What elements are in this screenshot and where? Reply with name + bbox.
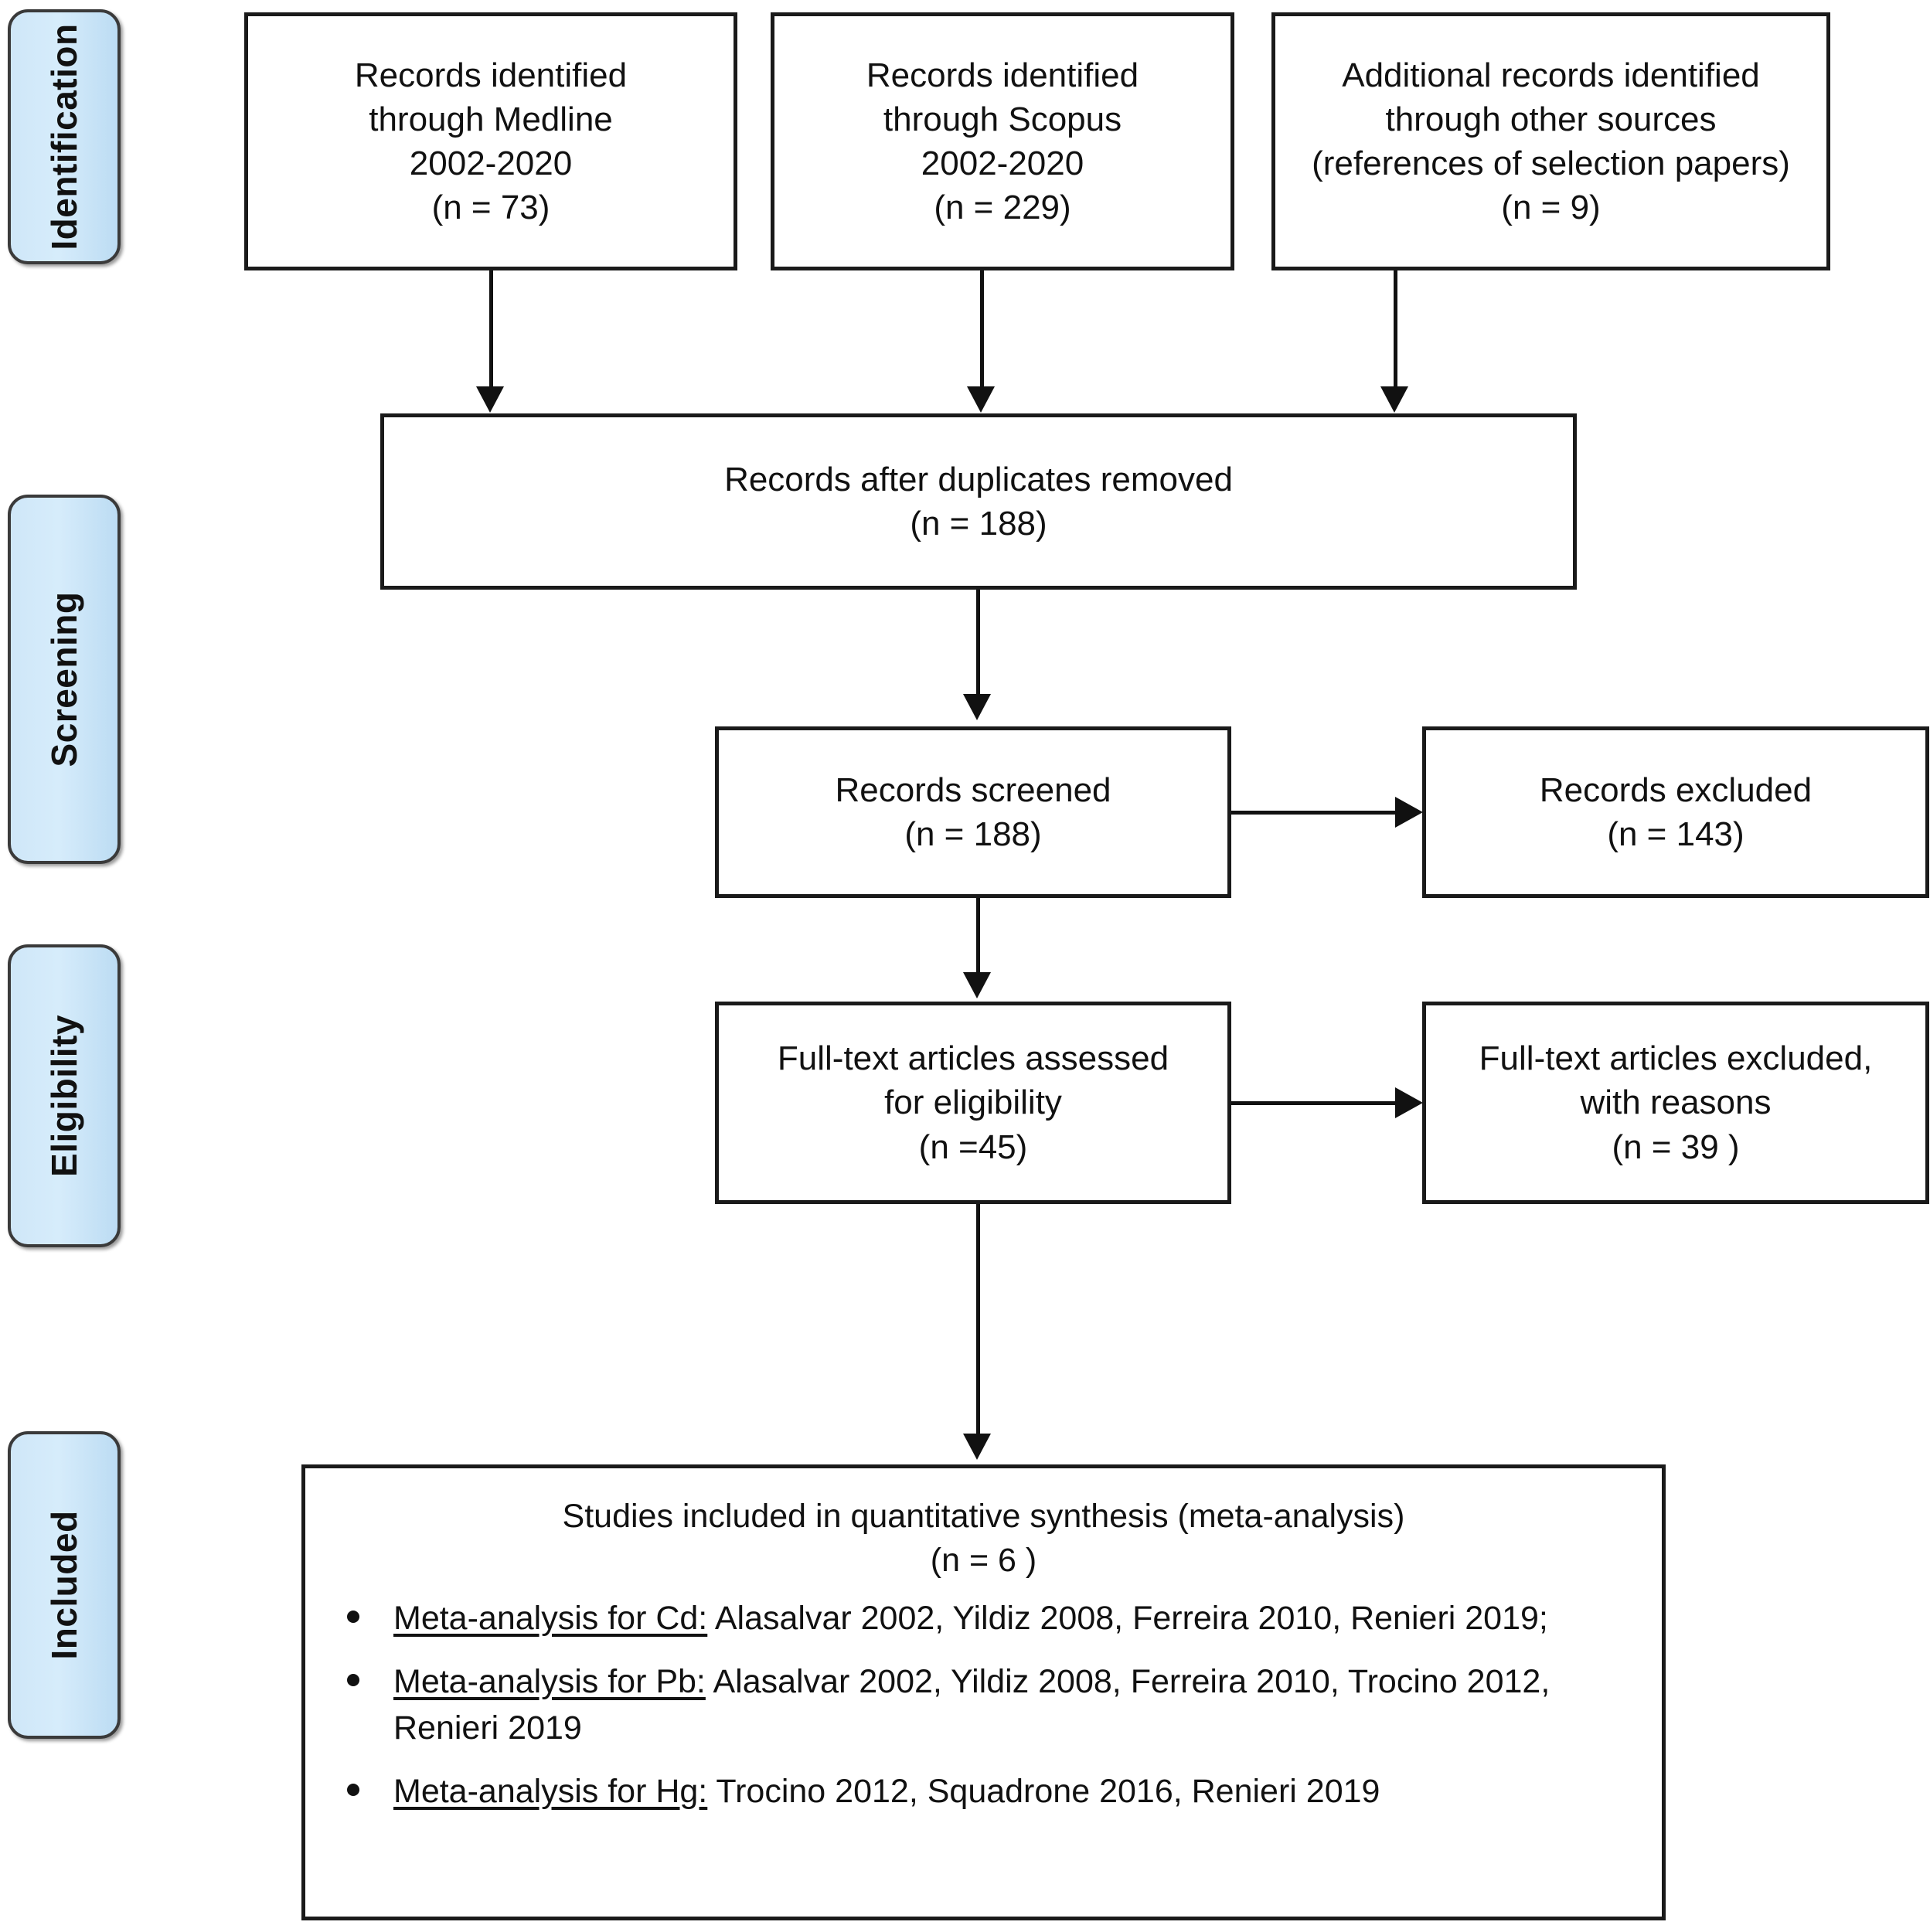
stage-tab-eligibility: Eligibility [8, 944, 121, 1247]
list-item: Meta-analysis for Cd: Alasalvar 2002, Yi… [328, 1595, 1639, 1641]
box-records-other-sources-line-1: Additional records identified [1342, 56, 1760, 94]
box-records-excluded: Records excluded (n = 143) [1422, 726, 1929, 898]
box-duplicates-removed: Records after duplicates removed (n = 18… [380, 413, 1577, 590]
box-fulltext-assessed: Full-text articles assessed for eligibil… [715, 1002, 1231, 1204]
box-records-other-sources-line-2: through other sources [1385, 100, 1717, 138]
arrowhead-other-sources-to-duplicates [1380, 386, 1408, 413]
box-fulltext-assessed-count: (n =45) [918, 1128, 1028, 1166]
connector-medline-to-duplicates [489, 270, 493, 390]
stage-tab-included-label: Included [44, 1510, 84, 1660]
box-records-medline-line-2: through Medline [369, 100, 613, 138]
meta-analysis-pb-lead: Meta-analysis for Pb: [393, 1662, 706, 1700]
box-records-scopus-line-2: through Scopus [883, 100, 1122, 138]
box-records-medline-line-1: Records identified [354, 56, 628, 94]
stage-tab-included: Included [8, 1431, 121, 1739]
box-fulltext-assessed-line-1: Full-text articles assessed [777, 1039, 1169, 1078]
stage-tab-screening: Screening [8, 495, 121, 864]
arrowhead-screened-to-fulltext [963, 972, 991, 998]
box-studies-included: Studies included in quantitative synthes… [301, 1464, 1666, 1920]
box-records-medline-line-3: 2002-2020 [409, 145, 573, 182]
bullet-icon [347, 1610, 359, 1623]
connector-fulltext-to-included [976, 1204, 980, 1436]
box-fulltext-excluded-count: (n = 39 ) [1612, 1128, 1740, 1166]
box-records-scopus: Records identified through Scopus 2002-2… [771, 12, 1234, 270]
box-fulltext-excluded: Full-text articles excluded, with reason… [1422, 1002, 1929, 1204]
box-records-scopus-line-1: Records identified [866, 56, 1139, 94]
meta-analysis-hg-lead: Meta-analysis for Hg: [393, 1773, 708, 1811]
box-records-screened: Records screened (n = 188) [715, 726, 1231, 898]
box-duplicates-removed-count: (n = 188) [910, 505, 1047, 543]
meta-analysis-pb-studies: Alasalvar 2002, Yildiz 2008, Ferreira 20… [393, 1662, 1550, 1747]
meta-analysis-cd-studies: Alasalvar 2002, Yildiz 2008, Ferreira 20… [707, 1599, 1548, 1637]
box-records-other-sources: Additional records identified through ot… [1271, 12, 1830, 270]
connector-other-sources-to-duplicates [1394, 270, 1397, 390]
meta-analysis-hg-studies: Trocino 2012, Squadrone 2016, Renieri 20… [707, 1773, 1380, 1811]
list-item: Meta-analysis for Hg: Trocino 2012, Squa… [328, 1768, 1639, 1815]
meta-analysis-cd-lead: Meta-analysis for Cd: [393, 1599, 708, 1637]
box-duplicates-removed-line-1: Records after duplicates removed [724, 460, 1233, 498]
box-records-screened-line-1: Records screened [835, 770, 1111, 809]
connector-screened-to-fulltext [976, 898, 980, 975]
arrowhead-scopus-to-duplicates [967, 386, 995, 413]
arrowhead-screened-to-excluded [1395, 797, 1423, 828]
box-fulltext-assessed-line-2: for eligibility [884, 1083, 1062, 1122]
arrowhead-medline-to-duplicates [476, 386, 504, 413]
box-records-scopus-line-3: 2002-2020 [921, 145, 1084, 182]
box-records-other-sources-line-3: (references of selection papers) [1312, 145, 1790, 182]
box-records-other-sources-count: (n = 9) [1501, 189, 1601, 227]
connector-scopus-to-duplicates [980, 270, 984, 390]
stage-tab-eligibility-label: Eligibility [44, 1015, 84, 1177]
box-studies-included-title-line-1: Studies included in quantitative synthes… [562, 1498, 1405, 1535]
arrowhead-fulltext-to-included [963, 1434, 991, 1460]
box-records-screened-count: (n = 188) [904, 815, 1042, 853]
bullet-icon [347, 1784, 359, 1797]
stage-tab-identification-label: Identification [44, 23, 84, 250]
connector-screened-to-excluded [1231, 811, 1397, 815]
meta-analysis-list: Meta-analysis for Cd: Alasalvar 2002, Yi… [328, 1595, 1639, 1815]
box-studies-included-count: (n = 6 ) [930, 1541, 1037, 1579]
box-records-medline-count: (n = 73) [431, 189, 550, 227]
box-records-excluded-count: (n = 143) [1607, 815, 1744, 853]
arrowhead-duplicates-to-screened [963, 694, 991, 720]
connector-fulltext-to-excluded [1231, 1101, 1397, 1105]
arrowhead-fulltext-to-excluded [1395, 1087, 1423, 1118]
box-records-scopus-count: (n = 229) [934, 189, 1071, 227]
bullet-icon [347, 1673, 359, 1686]
stage-tab-screening-label: Screening [44, 591, 84, 767]
box-fulltext-excluded-line-1: Full-text articles excluded, [1479, 1039, 1873, 1078]
box-records-medline: Records identified through Medline 2002-… [244, 12, 737, 270]
box-records-excluded-line-1: Records excluded [1539, 770, 1813, 809]
stage-tab-identification: Identification [8, 9, 121, 264]
list-item: Meta-analysis for Pb: Alasalvar 2002, Yi… [328, 1658, 1639, 1751]
box-fulltext-excluded-line-2: with reasons [1580, 1083, 1772, 1122]
connector-duplicates-to-screened [976, 590, 980, 698]
